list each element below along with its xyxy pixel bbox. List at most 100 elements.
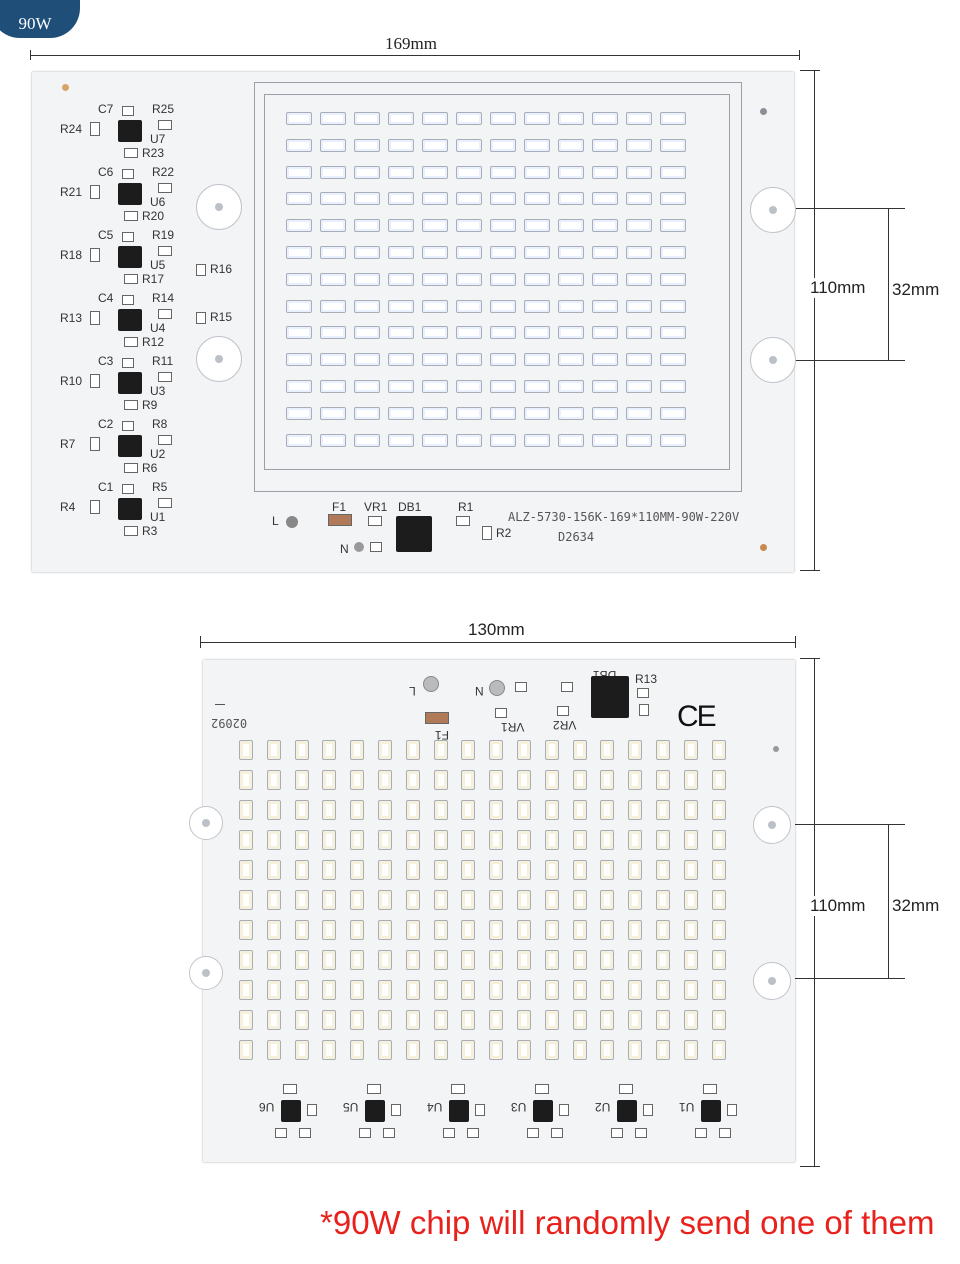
led-chip [524,380,550,393]
bottom-input-l: L [409,684,416,698]
led-chip [524,406,550,420]
led-chip [683,830,698,850]
driver-label-u: U6 [150,195,166,209]
led-chip [558,112,584,125]
led-chip [683,950,698,970]
led-chip [572,860,587,880]
led-chip [558,272,584,286]
driver-cap [122,169,134,179]
top-led-array [286,112,720,452]
led-chip [433,830,448,850]
driver-cap-2 [443,1128,455,1138]
led-chip [388,192,414,206]
led-chip [350,920,365,940]
led-chip [489,980,504,1000]
led-chip [266,920,281,940]
led-chip [320,246,346,259]
led-chip [461,890,476,910]
led-chip [600,890,615,910]
led-chip [517,830,531,850]
driver-label-u: U2 [595,1100,611,1114]
bottom-varistor-2 [557,706,569,716]
led-chip [544,770,559,790]
led-chip [350,740,365,760]
bottom-dot-marker [773,746,779,752]
led-chip [456,219,482,233]
led-chip [628,890,643,910]
led-chip [461,980,476,1000]
led-chip [490,326,516,340]
driver-ic [118,372,142,394]
led-chip [490,380,516,393]
led-chip [322,950,337,970]
led-chip [592,380,618,393]
led-chip [378,1010,392,1030]
led-chip [239,950,253,970]
top-mount-hole-right-2 [750,337,796,383]
led-chip [524,326,550,340]
top-wire-pad-n [354,542,364,552]
led-chip [490,353,516,367]
led-chip [320,326,346,340]
driver-res-top [367,1084,381,1094]
top-height-dimension: 110mm 32mm [780,70,960,575]
led-chip [294,1040,309,1060]
driver-label-u: U1 [150,510,166,524]
led-chip [490,112,516,125]
led-chip [628,950,643,970]
led-chip [294,770,309,790]
driver-res-a [158,435,172,445]
led-chip [320,299,346,313]
led-chip [517,950,531,970]
led-chip [517,890,531,910]
led-chip [461,770,476,790]
led-chip [660,299,686,313]
top-width-tick-left [30,50,31,60]
led-chip [286,353,312,367]
bottom-height-dimension: 110mm 32mm [770,658,960,1170]
led-chip [405,800,420,820]
led-chip [405,1010,420,1030]
bottom-input-f1: F1 [435,728,450,742]
led-chip [378,740,392,760]
led-chip [286,192,312,206]
led-chip [656,740,670,760]
top-dot-marker-2 [760,108,767,115]
led-chip [592,138,618,152]
led-chip [294,950,309,970]
led-chip [656,800,670,820]
driver-label-ra: R14 [152,291,175,305]
led-chip [456,406,482,420]
top-input-l: L [272,514,279,528]
led-chip [388,406,414,420]
led-chip [572,830,587,850]
led-chip [711,920,726,940]
top-input-r2: R2 [496,526,512,540]
top-mount-hole-left-2 [196,336,242,382]
driver-cap [122,484,134,494]
led-chip [294,890,309,910]
led-chip [544,800,559,820]
led-chip [558,165,584,179]
led-chip [490,246,516,259]
led-chip [422,138,448,152]
led-chip [517,770,531,790]
driver-res-side [727,1104,737,1116]
led-chip [239,860,253,880]
led-chip [354,326,380,340]
led-chip [600,830,615,850]
led-chip [558,380,584,393]
bottom-width-line [200,642,796,643]
bottom-width-label: 130mm [468,620,525,639]
bottom-mount-hole-left-1 [189,806,223,840]
led-chip [405,1040,420,1060]
led-chip [239,980,253,1000]
led-chip [572,1040,587,1060]
led-chip [626,138,652,152]
led-chip [558,192,584,206]
led-chip [239,770,253,790]
led-chip [683,920,698,940]
led-chip [517,800,531,820]
led-chip [558,326,584,340]
driver-ic [701,1100,721,1122]
